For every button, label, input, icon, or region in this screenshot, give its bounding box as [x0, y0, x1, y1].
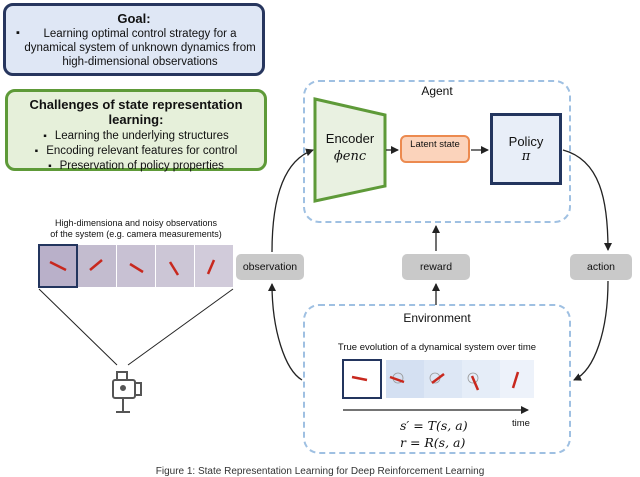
- action-to-environment-arrow: [573, 280, 609, 381]
- noisy-observation-frames: [38, 244, 233, 288]
- agent-title: Agent: [421, 84, 453, 98]
- reward-formula: r = R(s, a): [400, 435, 466, 450]
- challenges-box: Challenges of state representation learn…: [5, 89, 267, 174]
- encoder-label: Encoder: [325, 131, 375, 146]
- encoder-shape: [313, 97, 387, 203]
- agent-region: [303, 80, 571, 223]
- challenge-item: Preservation of policy properties: [8, 159, 264, 174]
- observation-caption-line2: of the system (e.g. camera measurements): [50, 229, 222, 239]
- challenge-item: Learning the underlying structures: [8, 129, 264, 144]
- time-axis-label: time: [512, 418, 530, 429]
- figure-caption: Figure 1: State Representation Learning …: [155, 466, 485, 477]
- environment-caption: True evolution of a dynamical system ove…: [337, 342, 537, 353]
- latent-state-box: Latent state: [400, 135, 470, 163]
- encoder-symbol: ϕenc: [333, 149, 367, 164]
- trajectory-frames: [342, 359, 534, 399]
- policy-to-action-arrow: [562, 149, 612, 251]
- camera-icon: [112, 371, 142, 413]
- challenges-title: Challenges of state representation learn…: [29, 97, 243, 127]
- challenges-list: Learning the underlying structures Encod…: [8, 129, 264, 174]
- goal-title: Goal:: [117, 11, 151, 26]
- environment-to-observation-arrow: [268, 283, 303, 381]
- policy-symbol: π: [521, 149, 531, 164]
- goal-text: Learning optimal control strategy for a …: [6, 26, 262, 69]
- challenge-item: Encoding relevant features for control: [8, 144, 264, 159]
- observation-caption-line1: High-dimensiona and noisy observations: [54, 218, 218, 228]
- reward-signal: reward: [402, 254, 470, 280]
- policy-box: Policy π: [490, 113, 562, 185]
- action-signal: action: [570, 254, 632, 280]
- camera-view-line-left: [38, 288, 118, 366]
- observation-signal: observation: [236, 254, 304, 280]
- observation-to-encoder-arrow: [271, 148, 314, 253]
- policy-label: Policy: [508, 134, 544, 149]
- environment-region: [303, 304, 571, 454]
- transition-formula: s′ = T(s, a): [400, 418, 468, 433]
- goal-box: Goal: Learning optimal control strategy …: [3, 3, 265, 76]
- observation-caption: High-dimensiona and noisy observations o…: [20, 218, 252, 240]
- camera-view-line-right: [127, 288, 234, 366]
- environment-title: Environment: [403, 311, 471, 325]
